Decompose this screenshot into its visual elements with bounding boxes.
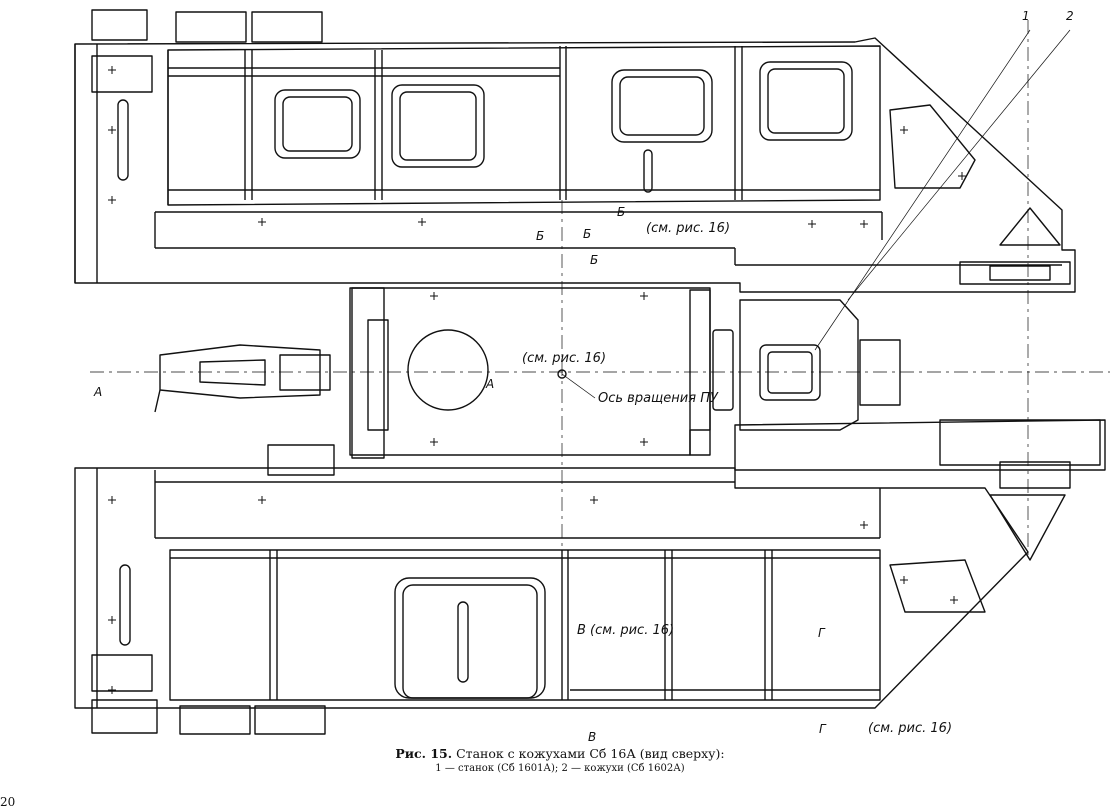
callout-number-1: 1	[1022, 9, 1030, 23]
figure-title: Станок с кожухами Сб 16А (вид сверху):	[456, 746, 725, 761]
figure-legend: 1 — станок (Сб 1601А); 2 — кожухи (Сб 16…	[435, 763, 685, 774]
section-b-2: Б	[583, 227, 591, 241]
center-platform	[154, 287, 1106, 471]
figure-caption: Рис. 15. Станок с кожухами Сб 16А (вид с…	[0, 746, 1120, 761]
see-fig16-bottom: (см. рис. 16)	[868, 721, 952, 736]
lower-cover-assembly	[74, 444, 1071, 735]
upper-cover-assembly	[74, 9, 1076, 293]
section-b-1: Б	[536, 229, 544, 243]
section-a-left: А	[93, 385, 102, 399]
section-g-bottom: Г	[819, 722, 827, 736]
section-v-bottom: В	[588, 730, 596, 744]
see-fig16-top: (см. рис. 16)	[646, 221, 730, 236]
fastener-crosses	[108, 66, 966, 694]
page-number: 20	[0, 795, 16, 809]
figure-label: Рис. 15.	[395, 746, 453, 761]
see-fig16-section-v: В (см. рис. 16)	[577, 623, 674, 638]
section-b-4: Б	[590, 253, 598, 267]
section-a-right: А	[485, 377, 494, 391]
see-fig16-center: (см. рис. 16)	[522, 351, 606, 366]
center-lines	[90, 20, 1110, 700]
section-b-3: Б	[617, 205, 625, 219]
callout-number-2: 2	[1066, 9, 1074, 23]
rotation-axis-label: Ось вращения ПУ	[598, 391, 719, 406]
section-g-top: Г	[818, 626, 826, 640]
